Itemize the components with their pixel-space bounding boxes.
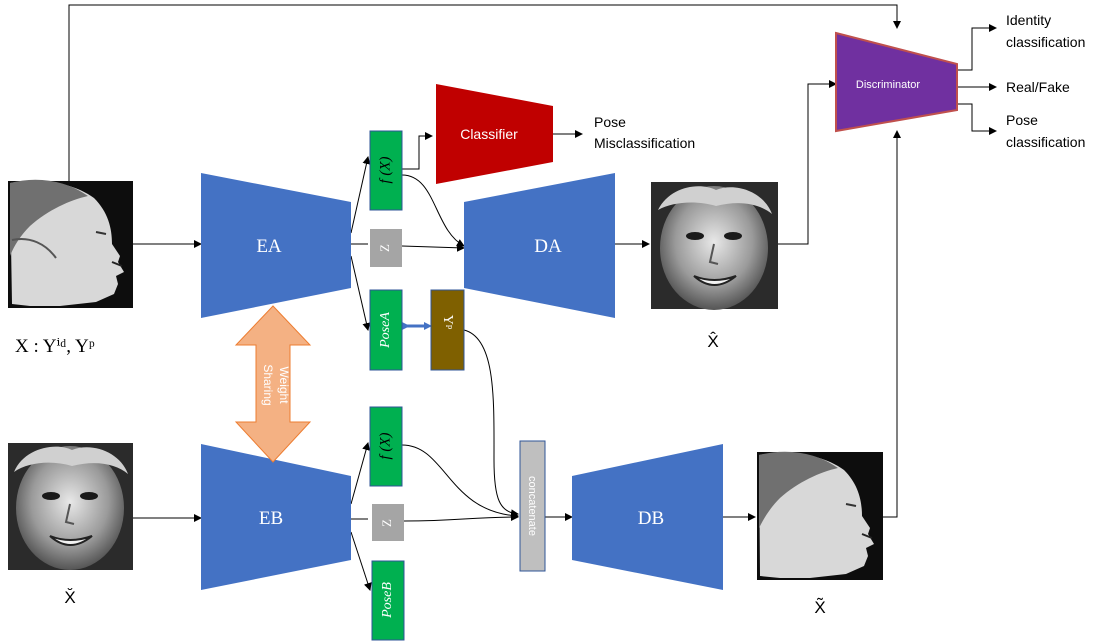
feature-fx-top-box [369, 130, 403, 211]
classifier-output-line1: Pose [594, 114, 626, 130]
identity-output-line1: Identity [1006, 12, 1051, 28]
eb-to-fx-arrow [350, 442, 370, 505]
weight-sharing-arrow [234, 305, 312, 463]
feature-fx-bottom-label: f (X) [377, 432, 393, 459]
eb-to-poseb-arrow [350, 531, 372, 591]
caption-recon-bottom: X̃ [814, 597, 825, 617]
pose-b-box [371, 560, 405, 641]
pose-output-line2: classification [1006, 134, 1085, 150]
encoder-b-label: EB [259, 508, 283, 529]
z-top-label: Z [377, 244, 392, 252]
fx-to-da-arrow [401, 174, 465, 247]
classifier-label: Classifier [460, 126, 518, 142]
feature-fx-bottom-box [369, 406, 403, 487]
input-face-frontal-image [8, 443, 133, 570]
fx-to-classifier-arrow [402, 132, 433, 170]
pose-output-arrow [957, 103, 997, 135]
caption-input-bottom: X̆ [64, 588, 75, 607]
concatenate-label: concatenate [526, 476, 538, 536]
classifier-block [436, 84, 553, 184]
recon2-to-discriminator-arrow [883, 130, 901, 518]
encoder-a-label: EA [256, 236, 282, 257]
weight-sharing-line1: Weight [277, 366, 291, 404]
ea-to-fx-arrow [350, 156, 371, 234]
discriminator-label: Discriminator [856, 79, 921, 91]
z-bottom-label: Z [379, 519, 394, 527]
pose-output-line1: Pose [1006, 112, 1038, 128]
pose-a-label: PoseA [378, 312, 393, 349]
caption-recon-top: X̂ [707, 331, 718, 351]
reconstructed-face-frontal-image [651, 182, 778, 310]
encoder-a-block [201, 173, 351, 318]
yp-to-concat-arrow [463, 329, 519, 518]
input-to-discriminator-arrow [68, 4, 901, 181]
encoder-b-block [201, 444, 351, 590]
yp-label: Yᵖ [440, 315, 455, 330]
feature-fx-top-label: f (X) [377, 156, 393, 183]
caption-input-top: X : Yⁱᵈ, Yᵖ [15, 336, 95, 357]
fx-to-concat-arrow [401, 444, 519, 520]
decoder-b-block [572, 444, 723, 590]
real-fake-output: Real/Fake [1006, 79, 1070, 95]
pose-b-label: PoseB [380, 582, 395, 619]
discriminator-block [835, 31, 958, 133]
z-top-box [370, 229, 402, 267]
identity-output-line2: classification [1006, 34, 1085, 50]
decoder-a-block [464, 173, 615, 318]
yp-box [430, 289, 465, 371]
reconstructed-face-profile-image [757, 451, 883, 580]
weight-sharing-line2: Sharing [261, 364, 275, 405]
pose-a-box [369, 289, 403, 371]
decoder-b-label: DB [638, 508, 664, 529]
recon-to-discriminator-arrow [778, 80, 837, 245]
z-to-da-arrow [401, 243, 465, 252]
decoder-a-label: DA [534, 236, 562, 257]
identity-output-arrow [957, 24, 997, 71]
ea-to-posea-arrow [350, 255, 371, 331]
z-to-concat-arrow [403, 513, 519, 522]
concatenate-box [519, 440, 546, 572]
input-face-profile-image [8, 179, 133, 308]
classifier-output-line2: Misclassification [594, 135, 695, 151]
z-bottom-box [372, 504, 404, 541]
